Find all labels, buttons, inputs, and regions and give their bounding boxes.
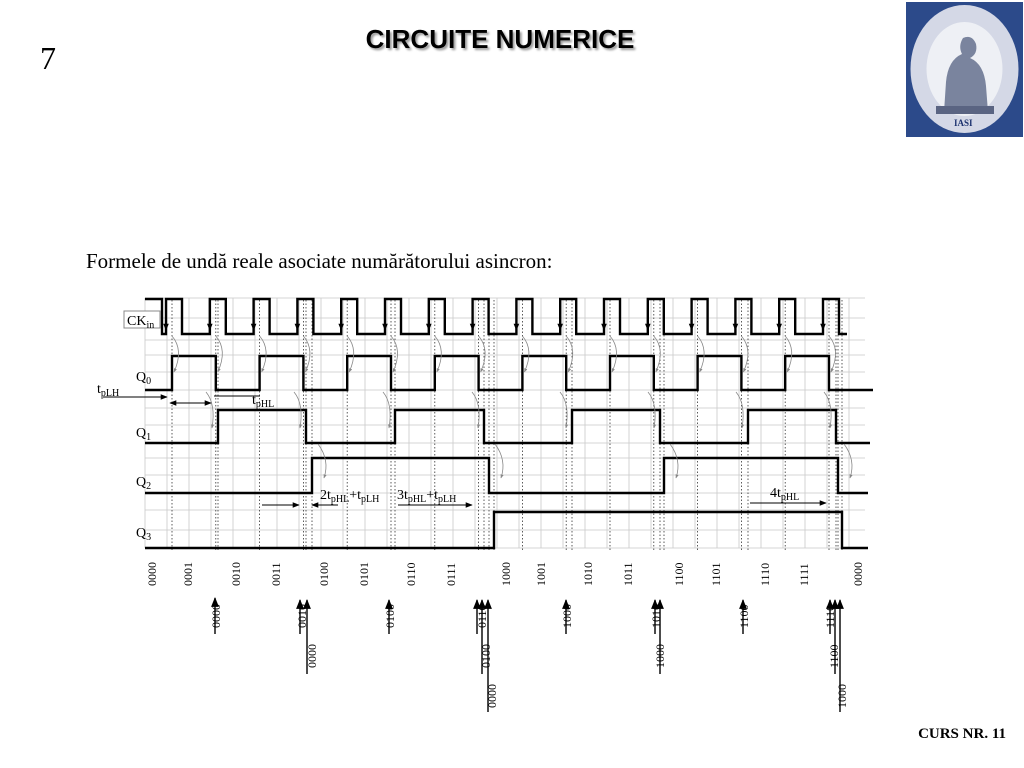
causal-arrow-q0-q1 <box>471 391 481 429</box>
state-code: 0000 <box>851 562 865 586</box>
transient-code: 0000 <box>305 644 319 668</box>
causal-arrow-ck-q0 <box>828 335 836 373</box>
causal-arrow-ck-q0 <box>741 335 749 373</box>
waveform-q0 <box>145 354 873 392</box>
state-code: 1101 <box>709 562 723 586</box>
state-code: 1100 <box>672 562 686 586</box>
causal-arrow-q0-q1 <box>559 391 569 429</box>
state-code: 1000 <box>499 562 513 586</box>
waveform-q3 <box>145 510 868 550</box>
causal-arrow-ck-q0 <box>215 335 223 373</box>
transient-code: 0010 <box>295 604 309 628</box>
state-code: 0010 <box>229 562 243 586</box>
state-code: 1010 <box>581 562 595 586</box>
state-code: 1011 <box>621 562 635 586</box>
causal-arrow-ck-q0 <box>784 335 793 373</box>
causal-arrow-ck-q0 <box>565 335 574 373</box>
state-code: 0111 <box>444 563 458 586</box>
state-code: 1001 <box>534 562 548 586</box>
causal-arrow-q0-q1 <box>823 391 833 429</box>
label-ck-in: CKin <box>127 314 154 331</box>
causal-arrow-ck-q0 <box>171 335 179 373</box>
state-code: 0001 <box>181 562 195 586</box>
transient-code: 1010 <box>649 604 663 628</box>
causal-arrow-q0-q1 <box>382 391 392 429</box>
transient-code: 0100 <box>383 604 397 628</box>
transient-code: 0000 <box>209 604 223 628</box>
slide-title: CIRCUITE NUMERICE <box>365 24 635 54</box>
transient-arrows <box>211 597 844 712</box>
causal-arrow-ck-q0 <box>478 335 486 373</box>
causal-arrows <box>163 302 853 479</box>
causal-arrow-q0-q1 <box>735 391 745 429</box>
causal-arrow-ck-q0 <box>697 335 705 373</box>
waveform-q2 <box>145 456 868 495</box>
causal-arrow-ck-q0 <box>653 335 661 373</box>
state-code: 1111 <box>797 563 811 586</box>
label-delay-3: 3tpHL+tpLH <box>397 488 456 505</box>
causal-arrow-q0-q1 <box>205 391 215 429</box>
edge-markers <box>171 300 843 552</box>
slide-subtitle: Formele de undă reale asociate numărător… <box>86 249 553 273</box>
label-tplh: tpLH <box>97 382 119 399</box>
timing-grid <box>144 297 865 549</box>
causal-arrow-ck-q0 <box>259 335 267 373</box>
label-q3: Q3 <box>136 526 151 543</box>
causal-arrow-q1-q2 <box>843 443 853 479</box>
footer-course: CURS NR. 11 <box>918 726 1006 742</box>
state-code: 1110 <box>758 563 772 586</box>
causal-arrow-q1-q2 <box>317 443 327 479</box>
label-delay-4: 4tpHL <box>770 486 799 503</box>
state-code: 0100 <box>317 562 331 586</box>
transient-code: 0100 <box>479 644 493 668</box>
causal-arrow-q0-q1 <box>293 391 303 429</box>
state-code: 0011 <box>269 562 283 586</box>
causal-arrow-ck-q0 <box>346 335 355 373</box>
transient-code: 1000 <box>835 684 849 708</box>
state-code: 0110 <box>404 562 418 586</box>
label-q1: Q1 <box>136 426 151 443</box>
causal-arrow-ck-q0 <box>390 335 398 373</box>
transient-code: 1100 <box>827 644 841 668</box>
transient-codes: 0000 0010 0000 0100 0110 0100 0000 1000 … <box>209 604 849 708</box>
causal-arrow-ck-q0 <box>609 335 617 373</box>
label-q2: Q2 <box>136 475 151 492</box>
transient-code: 1000 <box>560 604 574 628</box>
causal-arrow-ck-q0 <box>522 335 530 373</box>
causal-arrow-ck-q0 <box>303 335 311 373</box>
state-codes: 0000 0001 0010 0011 0100 0101 0110 0111 … <box>145 562 865 586</box>
transient-code: 1100 <box>737 604 751 628</box>
causal-arrow-q1-q2 <box>669 443 679 479</box>
causal-arrow-q1-q2 <box>494 443 504 479</box>
transient-code: 0000 <box>485 684 499 708</box>
waveforms <box>145 297 873 550</box>
logo-lettering: IASI <box>954 118 973 128</box>
university-logo: IASI <box>906 2 1023 137</box>
label-tphl: tpHL <box>252 393 274 410</box>
waveform-q1 <box>145 408 870 445</box>
state-code: 0101 <box>357 562 371 586</box>
state-code: 0000 <box>145 562 159 586</box>
page-number: 7 <box>40 40 56 76</box>
label-delay-2: 2tpHL+tpLH <box>320 488 379 505</box>
label-q0: Q0 <box>136 370 151 387</box>
causal-arrow-q0-q1 <box>647 391 657 429</box>
causal-arrow-ck-q0 <box>434 335 442 373</box>
